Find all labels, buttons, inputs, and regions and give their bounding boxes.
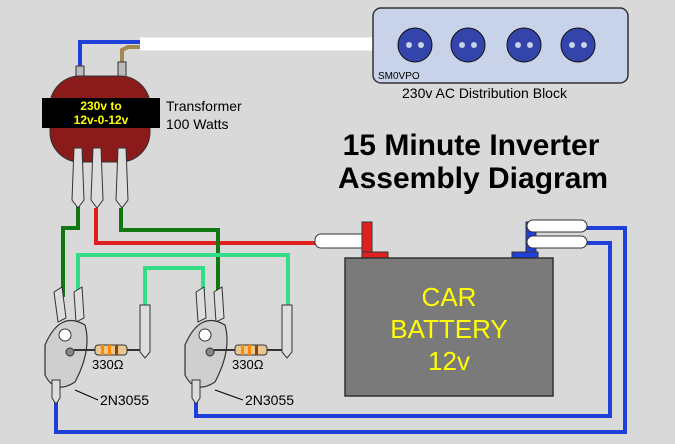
secondary-terminal-1 — [71, 147, 85, 209]
socket-3-pin-left — [515, 42, 521, 48]
transistor-2-base-clip — [281, 304, 293, 359]
battery-body — [344, 257, 554, 397]
battery-positive-clip — [314, 233, 368, 249]
transistor-2-hole — [198, 328, 212, 342]
ground-wire — [54, 226, 627, 434]
socket-1-pin-right — [418, 42, 424, 48]
ground-wire-2 — [194, 241, 612, 418]
transistor-1-band-1 — [101, 345, 104, 355]
socket-2-pin-left — [459, 42, 465, 48]
transistor-2-emitter-tag — [191, 379, 201, 405]
transformer: 230v to 12v-0-12v Transformer 100 Watts — [42, 61, 242, 209]
transistor-2-pointer — [214, 389, 244, 401]
car-battery: CAR BATTERY 12v — [314, 219, 588, 397]
transistor-2-resistor-label: 330Ω — [232, 357, 264, 372]
distribution-block: SM0VPO 230v AC Distribution Block — [372, 7, 629, 101]
secondary-terminal-3 — [115, 147, 129, 209]
wires — [54, 37, 627, 434]
distribution-block-body — [372, 7, 629, 84]
socket-2-pin-right — [471, 42, 477, 48]
transformer-caption-line1: Transformer — [166, 98, 242, 114]
battery-label-line1: CAR — [422, 282, 477, 312]
transistor-1-emitter-tag — [51, 379, 61, 405]
transistor-1-pointer — [74, 389, 99, 401]
transistor-1-tag-2 — [73, 286, 85, 323]
transistor-2-part-label: 2N3055 — [245, 392, 294, 408]
transistor-1-resistor-label: 330Ω — [92, 357, 124, 372]
secondary-wire-left-green — [61, 200, 80, 297]
battery-positive-post — [361, 221, 373, 257]
transistor-1-hole — [58, 328, 72, 342]
transistor-1-band-3 — [115, 345, 118, 355]
socket-2 — [450, 27, 486, 63]
socket-3 — [506, 27, 542, 63]
transistor-1-base-clip — [139, 304, 151, 359]
transistor-1-band-2 — [108, 345, 111, 355]
transistor-2-tag-2 — [213, 286, 225, 323]
socket-1 — [397, 27, 433, 63]
base-link-2 — [143, 266, 205, 308]
socket-4 — [560, 27, 596, 63]
battery-label-line3: 12v — [428, 346, 470, 376]
socket-3-pin-right — [527, 42, 533, 48]
transistor-2-tag-1 — [195, 286, 207, 323]
callsign: SM0VPO — [378, 71, 420, 82]
transistor-2-band-3 — [255, 345, 258, 355]
secondary-wire-right-green — [119, 208, 220, 297]
secondary-wire-centre-red — [94, 208, 330, 245]
transistor-2-pin — [205, 347, 215, 357]
secondary-terminal-2 — [90, 147, 104, 209]
transistor-2-band-2 — [248, 345, 251, 355]
title-line2: Assembly Diagram — [338, 162, 608, 195]
transformer-caption-line2: 100 Watts — [166, 116, 229, 132]
transistor-1-pin — [65, 347, 75, 357]
socket-4-pin-right — [581, 42, 587, 48]
socket-4-pin-left — [569, 42, 575, 48]
transformer-label-line1: 230v to — [80, 99, 121, 113]
transformer-label-line2: 12v-0-12v — [74, 113, 129, 127]
battery-label-line2: BATTERY — [390, 314, 508, 344]
transistor-2: 330Ω 2N3055 — [184, 286, 294, 408]
transistor-1-tag-1 — [53, 286, 67, 323]
base-link-1 — [76, 253, 290, 308]
battery-negative-clip-1 — [526, 219, 588, 233]
transformer-secondary-terminals — [71, 147, 129, 209]
battery-negative-clip-2 — [526, 235, 588, 249]
transformer-band — [42, 98, 160, 128]
socket-1-pin-left — [406, 42, 412, 48]
transistor-1: 330Ω 2N3055 — [44, 286, 151, 408]
transistor-1-part-label: 2N3055 — [100, 392, 149, 408]
socket — [397, 27, 596, 63]
transistor-2-band-1 — [241, 345, 244, 355]
title-line1: 15 Minute Inverter — [343, 129, 600, 162]
distribution-block-label: 230v AC Distribution Block — [402, 85, 568, 101]
